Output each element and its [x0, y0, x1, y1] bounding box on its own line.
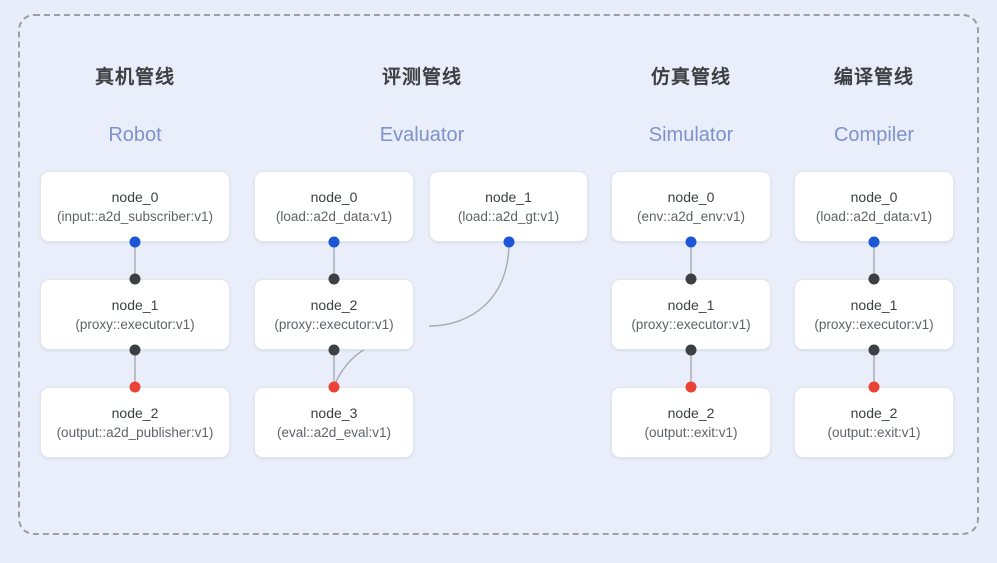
- node-label-name: node_1: [485, 188, 532, 205]
- column-title-robot: 真机管线: [94, 67, 175, 88]
- node-label-type: (input::a2d_subscriber:v1): [56, 208, 214, 224]
- column-title-compiler: 编译管线: [833, 67, 914, 88]
- node-label-name: node_0: [111, 188, 159, 205]
- node-label-name: node_0: [850, 188, 898, 205]
- node-label-type: (output::a2d_publisher:v1): [56, 424, 214, 440]
- port-input-compiler-1[interactable]: [868, 273, 880, 285]
- node-label-name: node_1: [111, 296, 159, 313]
- node-label-type: (proxy::executor:v1): [814, 316, 934, 332]
- port-terminal-simulator-2[interactable]: [685, 381, 697, 393]
- port-output-simulator-1[interactable]: [685, 344, 697, 356]
- node-label-type: (output::exit:v1): [827, 424, 921, 440]
- node-label-name: node_0: [667, 188, 715, 205]
- node-simulator-2[interactable]: node_2 (output::exit:v1): [611, 387, 771, 458]
- column-subtitle-compiler: Compiler: [833, 124, 915, 146]
- node-label-name: node_2: [111, 404, 159, 421]
- port-output-evaluator-0[interactable]: [328, 236, 340, 248]
- node-label-type: (proxy::executor:v1): [631, 316, 751, 332]
- port-input-simulator-1[interactable]: [685, 273, 697, 285]
- pipeline-column-evaluator: 评测管线 Evaluator: [332, 0, 512, 563]
- node-label-type: (output::exit:v1): [644, 424, 738, 440]
- node-label-name: node_1: [850, 296, 898, 313]
- node-label-type: (proxy::executor:v1): [75, 316, 195, 332]
- pipeline-column-robot: 真机管线 Robot: [40, 0, 230, 563]
- node-label-type: (eval::a2d_eval:v1): [276, 424, 392, 440]
- node-evaluator-3[interactable]: node_3 (eval::a2d_eval:v1): [254, 387, 414, 458]
- node-label-name: node_2: [850, 404, 898, 421]
- node-label-type: (load::a2d_gt:v1): [457, 208, 560, 224]
- port-terminal-robot-2[interactable]: [129, 381, 141, 393]
- node-compiler-0[interactable]: node_0 (load::a2d_data:v1): [794, 171, 954, 242]
- node-compiler-2[interactable]: node_2 (output::exit:v1): [794, 387, 954, 458]
- pipeline-column-compiler: 编译管线 Compiler: [794, 0, 954, 563]
- column-title-simulator: 仿真管线: [650, 67, 731, 88]
- node-label-type: (proxy::executor:v1): [274, 316, 394, 332]
- node-evaluator-1[interactable]: node_1 (load::a2d_gt:v1): [429, 171, 588, 242]
- node-label-type: (load::a2d_data:v1): [815, 208, 933, 224]
- node-robot-0[interactable]: node_0 (input::a2d_subscriber:v1): [40, 171, 230, 242]
- port-output-simulator-0[interactable]: [685, 236, 697, 248]
- column-title-evaluator: 评测管线: [381, 67, 462, 88]
- port-output-evaluator-2[interactable]: [328, 344, 340, 356]
- port-terminal-compiler-2[interactable]: [868, 381, 880, 393]
- node-label-name: node_1: [667, 296, 715, 313]
- node-evaluator-2[interactable]: node_2 (proxy::executor:v1): [254, 279, 414, 350]
- node-simulator-1[interactable]: node_1 (proxy::executor:v1): [611, 279, 771, 350]
- pipeline-column-simulator: 仿真管线 Simulator: [611, 0, 771, 563]
- node-evaluator-0[interactable]: node_0 (load::a2d_data:v1): [254, 171, 414, 242]
- column-subtitle-evaluator: Evaluator: [379, 124, 465, 146]
- node-label-name: node_2: [667, 404, 715, 421]
- port-output-robot-1[interactable]: [129, 344, 141, 356]
- node-simulator-0[interactable]: node_0 (env::a2d_env:v1): [611, 171, 771, 242]
- port-output-robot-0[interactable]: [129, 236, 141, 248]
- port-output-compiler-1[interactable]: [868, 344, 880, 356]
- column-subtitle-robot: Robot: [108, 124, 162, 146]
- port-terminal-evaluator-3[interactable]: [328, 381, 340, 393]
- node-label-name: node_2: [310, 296, 358, 313]
- port-output-compiler-0[interactable]: [868, 236, 880, 248]
- node-robot-1[interactable]: node_1 (proxy::executor:v1): [40, 279, 230, 350]
- node-label-type: (env::a2d_env:v1): [636, 208, 746, 224]
- node-label-name: node_3: [310, 404, 358, 421]
- port-input-evaluator-2[interactable]: [328, 273, 340, 285]
- node-compiler-1[interactable]: node_1 (proxy::executor:v1): [794, 279, 954, 350]
- port-input-robot-1[interactable]: [129, 273, 141, 285]
- port-output-evaluator-1[interactable]: [503, 236, 515, 248]
- node-label-name: node_0: [310, 188, 358, 205]
- node-label-type: (load::a2d_data:v1): [275, 208, 393, 224]
- column-subtitle-simulator: Simulator: [648, 124, 734, 146]
- node-robot-2[interactable]: node_2 (output::a2d_publisher:v1): [40, 387, 230, 458]
